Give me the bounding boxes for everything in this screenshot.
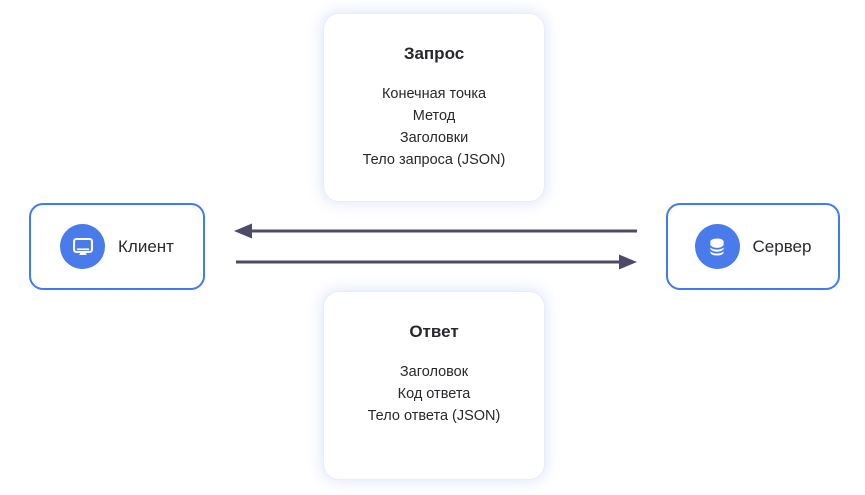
client-node: Клиент [29,203,205,290]
request-card: Запрос Конечная точка Метод Заголовки Те… [323,13,545,202]
response-item-code: Код ответа [397,386,471,402]
monitor-icon [60,224,106,269]
server-node: Сервер [666,203,840,290]
arrow-server-to-client [234,223,637,239]
server-node-label: Сервер [752,236,812,256]
request-item-headers: Заголовки [399,130,469,146]
client-node-label: Клиент [118,236,174,256]
database-icon [694,224,740,269]
arrow-client-to-server [236,254,637,270]
request-card-title: Запрос [403,44,465,63]
response-card: Ответ Заголовок Код ответа Тело ответа (… [323,291,545,480]
request-item-method: Метод [412,108,456,124]
request-card-items: Конечная точка Метод Заголовки Тело запр… [324,83,544,171]
response-item-body: Тело ответа (JSON) [367,408,501,424]
response-item-header: Заголовок [399,364,469,380]
response-card-items: Заголовок Код ответа Тело ответа (JSON) [324,361,544,427]
response-card-title: Ответ [409,322,459,341]
request-item-body: Тело запроса (JSON) [362,152,506,168]
request-item-endpoint: Конечная точка [381,86,487,102]
